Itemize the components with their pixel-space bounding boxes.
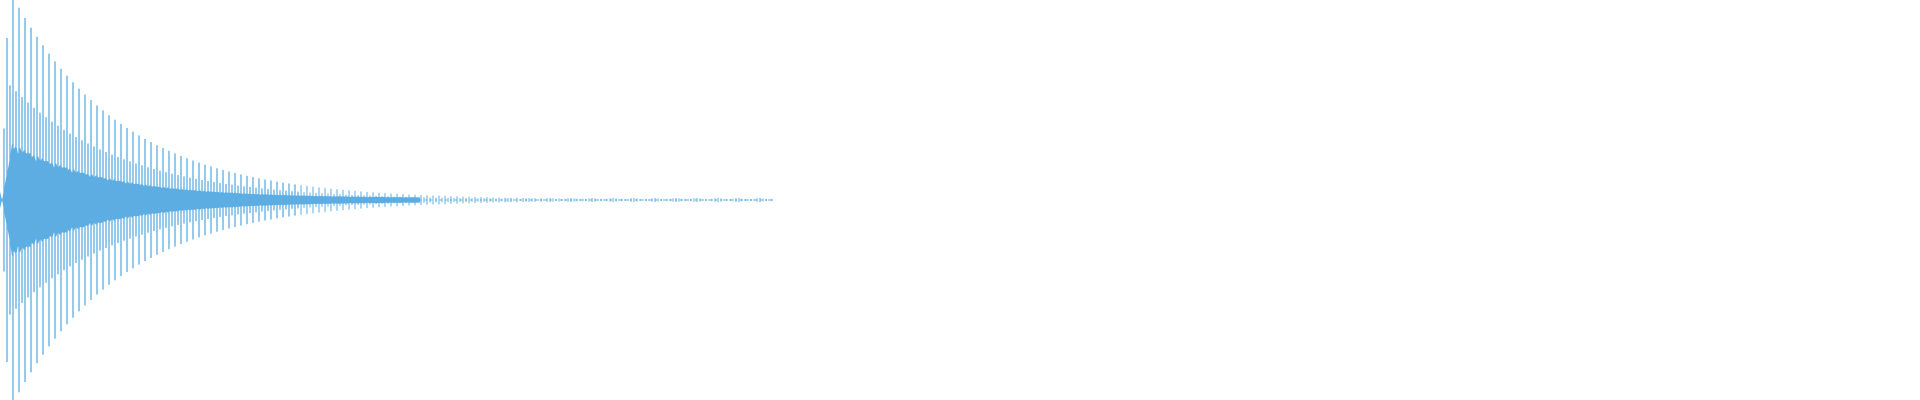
waveform-strokes: [3, 0, 773, 400]
waveform-body: [0, 143, 420, 257]
